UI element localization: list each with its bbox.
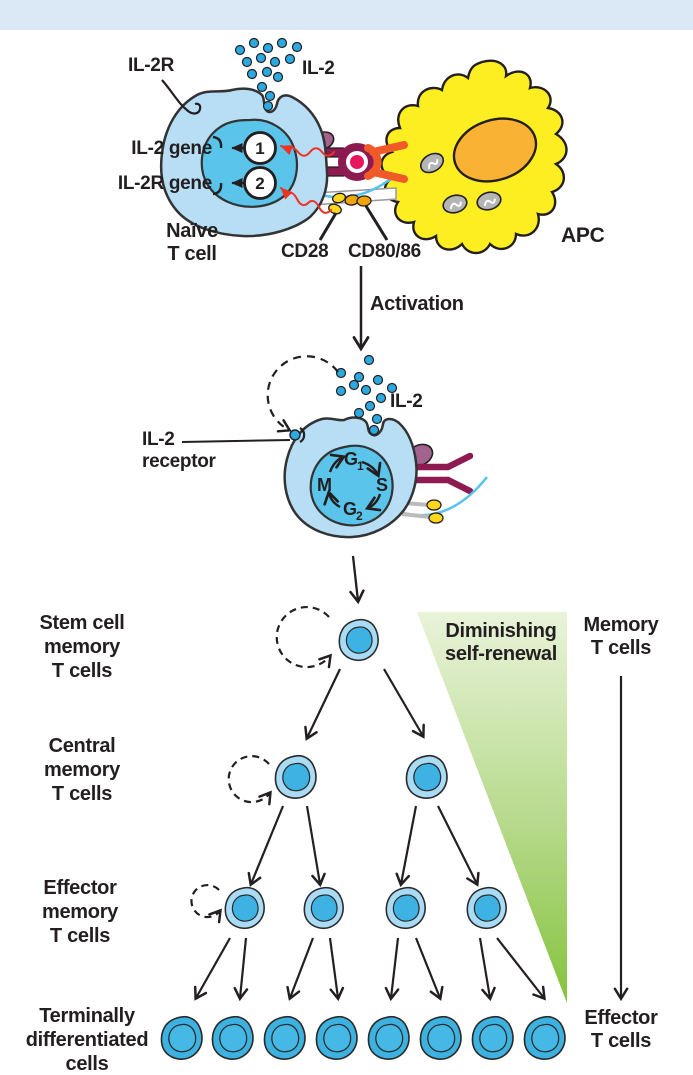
tcr-fork <box>408 452 474 495</box>
effector-memory-cell <box>385 886 426 930</box>
naive-t-cell: 1 2 <box>160 87 335 238</box>
self-renewal-loops <box>190 606 332 924</box>
activation-label: Activation <box>370 293 464 315</box>
stem-cell-memory-label: Stem cell memory T cells <box>39 612 125 682</box>
cd80-86-molecules <box>344 194 372 207</box>
top-banner <box>0 0 693 30</box>
signal-squiggles <box>280 145 335 214</box>
stem-memory-cell <box>338 618 379 662</box>
central-memory-label: Central memory T cells <box>43 735 121 805</box>
effector-t-cells-label: Effector T cells <box>584 1007 658 1052</box>
cycle-m-label: M <box>317 475 332 495</box>
il2-dots-middle <box>335 354 398 436</box>
callout-lines <box>318 205 389 241</box>
cd80-86-label: CD80/86 <box>348 241 421 262</box>
cd28-molecules <box>426 499 444 524</box>
gene-step-1-number: 1 <box>255 139 264 158</box>
il2-receptor-label: IL-2 receptor <box>142 429 216 472</box>
memory-t-cells-label: Memory T cells <box>583 614 659 659</box>
tree-arrows <box>193 668 546 1002</box>
antigen-peptide <box>348 153 366 171</box>
effector-memory-label: Effector memory T cells <box>41 877 119 947</box>
cd28-label: CD28 <box>281 241 329 262</box>
effector-memory-cell <box>466 886 507 930</box>
effector-memory-cell <box>224 886 265 930</box>
il2-dots-top <box>234 37 303 112</box>
activated-t-cell: G1 S G2 M <box>283 416 418 539</box>
terminal-cell <box>419 1015 462 1060</box>
apc-cell <box>380 59 568 255</box>
il2r-gene-label: IL-2R gene <box>117 173 212 194</box>
naive-t-cell-label: Naïve T cell <box>166 220 218 265</box>
gene-brackets <box>212 135 223 196</box>
cell-cycle-arrows <box>323 453 382 512</box>
terminal-cell <box>211 1015 254 1060</box>
il2-label-top: IL-2 <box>302 58 335 79</box>
il2r-pointer <box>161 79 202 115</box>
apc-label: APC <box>561 224 605 247</box>
terminal-cell <box>367 1015 410 1060</box>
gene-step-circle-1 <box>243 131 277 165</box>
apc-nucleus <box>452 117 538 183</box>
central-memory-cell <box>274 754 317 799</box>
cycle-g2-label: G2 <box>343 499 363 523</box>
diminishing-self-renewal-triangle <box>417 612 567 1003</box>
gene-step-circle-2 <box>243 166 277 200</box>
il2-gene-label: IL-2 gene <box>131 138 212 159</box>
gene-arrows <box>231 142 244 189</box>
central-memory-cell <box>405 754 448 799</box>
to-tree-arrow <box>349 555 365 605</box>
cd28-molecules <box>328 192 347 215</box>
effector-memory-cell <box>303 886 344 930</box>
terminal-cell <box>315 1015 358 1060</box>
terminal-cell <box>471 1015 514 1060</box>
terminal-cell <box>160 1015 203 1060</box>
il2-label-middle: IL-2 <box>390 391 423 412</box>
terminal-cell <box>263 1015 306 1060</box>
terminally-differentiated-label: Terminally differentiated cells <box>25 1005 149 1075</box>
il2-receptor <box>181 427 306 443</box>
autocrine-loop-arrow <box>266 355 339 433</box>
mhc <box>364 141 408 183</box>
cycle-g1-label: G1 <box>344 449 364 473</box>
gene-step-2-number: 2 <box>255 174 264 193</box>
diminishing-self-renewal-label: Diminishing self-renewal <box>444 620 558 665</box>
cycle-s-label: S <box>376 475 388 495</box>
il2r-label: IL-2R <box>128 55 175 76</box>
terminal-cell <box>523 1015 566 1060</box>
